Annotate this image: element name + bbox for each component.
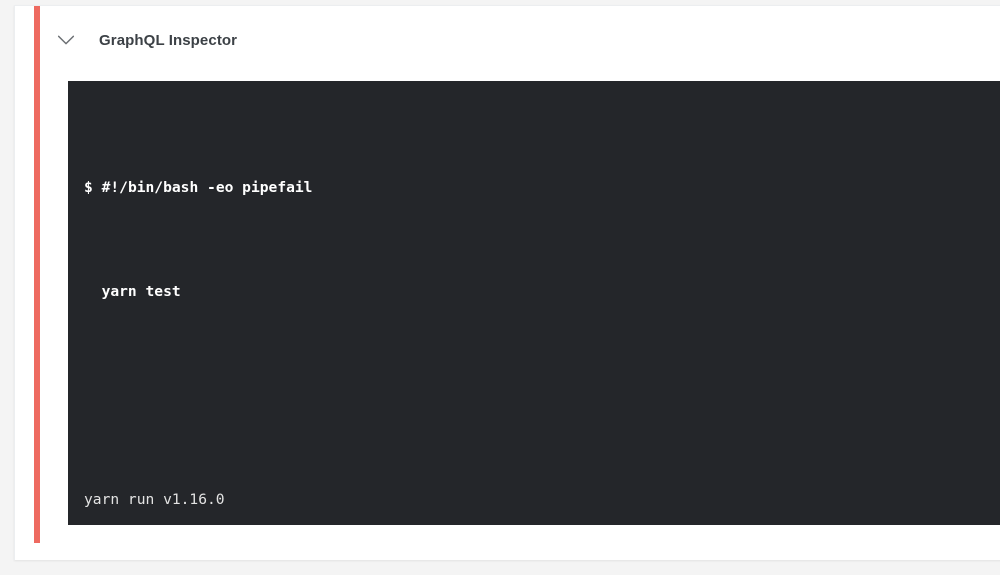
command-script: yarn test — [101, 283, 181, 300]
log-line-blank-1 — [84, 383, 1000, 409]
terminal-log[interactable]: $ #!/bin/bash -eo pipefail yarn test yar… — [68, 81, 1000, 525]
status-accent-bar — [34, 6, 40, 543]
terminal-content: $ #!/bin/bash -eo pipefail yarn test yar… — [68, 81, 1000, 525]
page-title: GraphQL Inspector — [99, 31, 238, 49]
command-shebang: #!/bin/bash -eo pipefail — [101, 179, 313, 196]
card-header[interactable]: GraphQL Inspector — [55, 24, 237, 56]
yarn-version-text: yarn run v1.16.0 — [84, 491, 225, 508]
job-step-card: GraphQL Inspector $ #!/bin/bash -eo pipe… — [14, 5, 1000, 560]
log-line-command-shebang: $ #!/bin/bash -eo pipefail — [84, 175, 1000, 201]
log-line-command-script: yarn test — [84, 279, 1000, 305]
chevron-down-icon[interactable] — [55, 29, 77, 51]
log-line-yarn-version: yarn run v1.16.0 — [84, 487, 1000, 513]
prompt-symbol: $ — [84, 179, 93, 196]
